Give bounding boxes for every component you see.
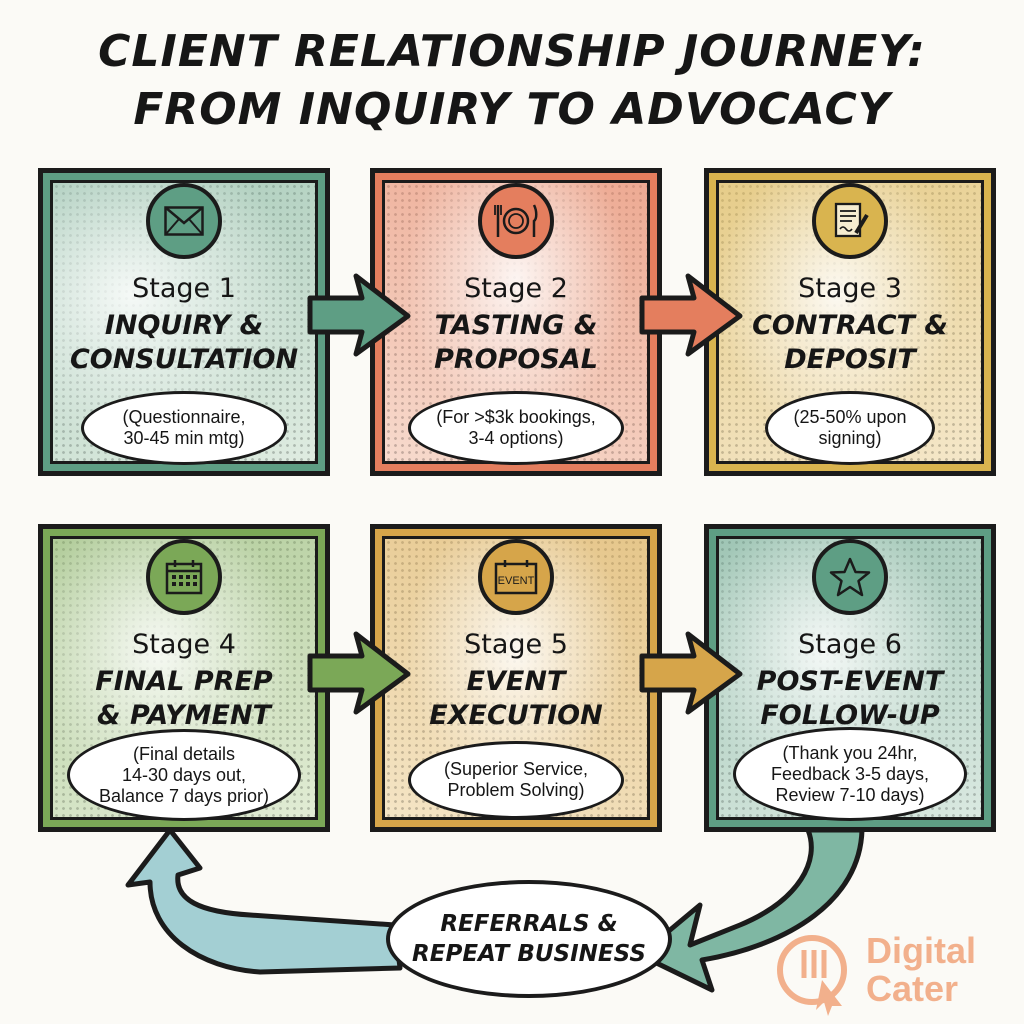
digital-cater-logo: Digital Cater [770, 920, 1010, 1020]
logo-text: Digital Cater [866, 930, 977, 1009]
arrow-stage-1-to-2 [307, 273, 411, 357]
logo-mark-icon [777, 935, 847, 1016]
arrow-stage-5-to-6 [639, 631, 743, 715]
stage-label: Stage 4 [132, 629, 236, 660]
stage-label: Stage 6 [798, 629, 902, 660]
event-icon-text: EVENT [498, 575, 535, 587]
stage-note-bubble: (For >$3k bookings, 3-4 options) [408, 391, 624, 465]
contract-icon [812, 183, 888, 259]
stage-name: POST-EVENT FOLLOW-UP [756, 666, 944, 731]
stage-name: TASTING & PROPOSAL [434, 310, 598, 375]
stage-note-bubble: (25-50% upon signing) [765, 391, 935, 465]
referrals-bubble: REFERRALS & REPEAT BUSINESS [386, 880, 672, 998]
stage-name: EVENT EXECUTION [429, 666, 603, 731]
event-calendar-icon: EVENT [478, 539, 554, 615]
stage-label: Stage 3 [798, 273, 902, 304]
envelope-icon [146, 183, 222, 259]
stage-card-6: Stage 6 POST-EVENT FOLLOW-UP (Thank you … [704, 524, 996, 832]
stage-name: FINAL PREP & PAYMENT [95, 666, 273, 731]
star-icon [812, 539, 888, 615]
plate-cutlery-icon [478, 183, 554, 259]
stage-note-bubble: (Superior Service, Problem Solving) [408, 741, 624, 819]
stage-card-4: Stage 4 FINAL PREP & PAYMENT (Final deta… [38, 524, 330, 832]
calendar-icon [146, 539, 222, 615]
stage-name: CONTRACT & DEPOSIT [752, 310, 948, 375]
stage-card-1: Stage 1 INQUIRY & CONSULTATION (Question… [38, 168, 330, 476]
page-title-line-1: CLIENT RELATIONSHIP JOURNEY: [98, 26, 926, 77]
stage-note-bubble: (Thank you 24hr, Feedback 3-5 days, Revi… [733, 727, 967, 821]
stage-label: Stage 1 [132, 273, 236, 304]
page-title-line-2: FROM INQUIRY TO ADVOCACY [133, 84, 891, 135]
stage-label: Stage 5 [464, 629, 568, 660]
stage-card-2: Stage 2 TASTING & PROPOSAL (For >$3k boo… [370, 168, 662, 476]
arrow-stage-4-to-5 [307, 631, 411, 715]
stage-card-3: Stage 3 CONTRACT & DEPOSIT (25-50% upon … [704, 168, 996, 476]
stage-card-5: EVENT Stage 5 EVENT EXECUTION (Superior … [370, 524, 662, 832]
arrow-stage-2-to-3 [639, 273, 743, 357]
stage-name: INQUIRY & CONSULTATION [69, 310, 299, 375]
stage-label: Stage 2 [464, 273, 568, 304]
stage-note-bubble: (Final details 14-30 days out, Balance 7… [67, 729, 301, 821]
stage-note-bubble: (Questionnaire, 30-45 min mtg) [81, 391, 287, 465]
